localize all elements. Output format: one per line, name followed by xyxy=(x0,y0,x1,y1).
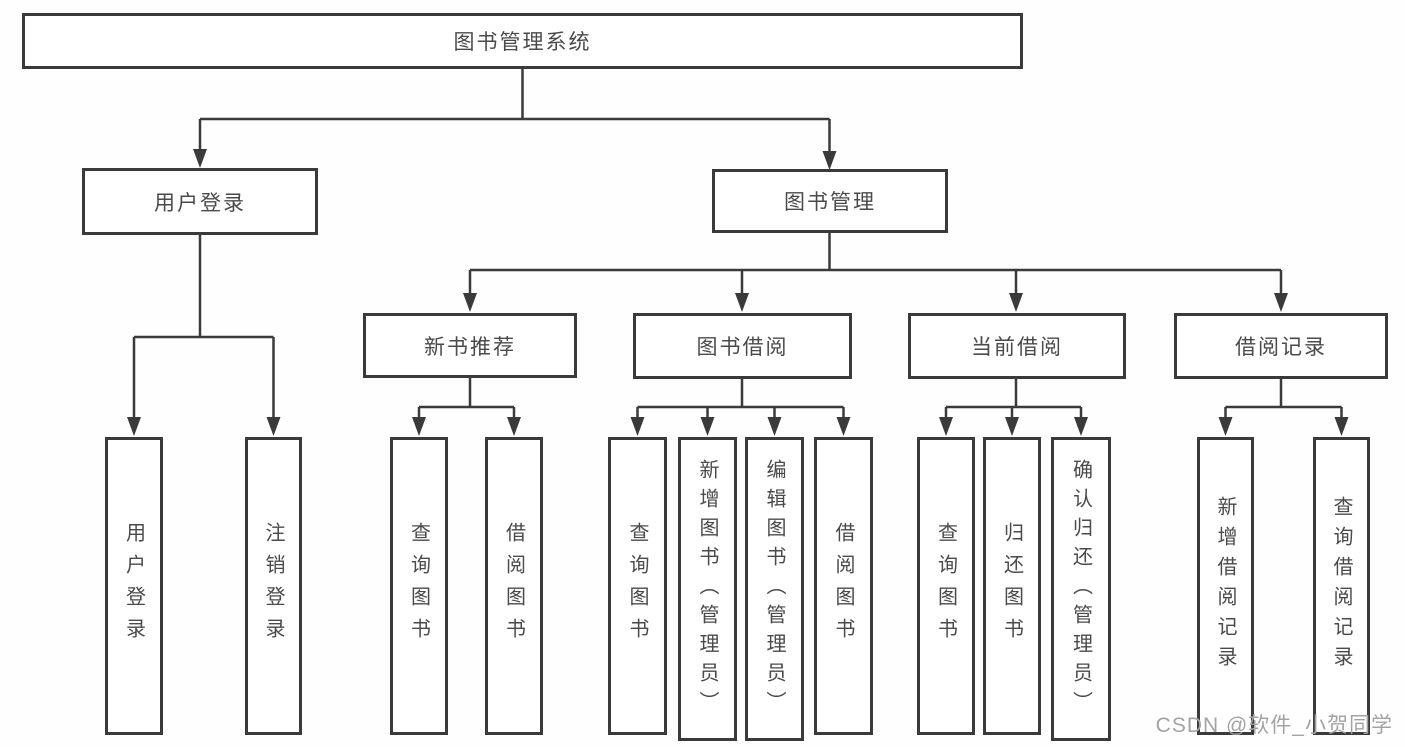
node-label: 编辑图书（管理员） xyxy=(763,458,785,720)
node-label: 当前借阅 xyxy=(971,336,1063,359)
node-label: 查询图书 xyxy=(407,522,430,650)
connector-new-book-to-leaves xyxy=(417,378,516,419)
node-book-management: 图书管理 xyxy=(712,169,948,233)
node-new-book-recommendation: 新书推荐 xyxy=(363,313,577,378)
node-label: 借阅记录 xyxy=(1235,336,1327,359)
node-label: 新书推荐 xyxy=(424,335,516,359)
leaf-borrow-books-recommend: 借阅图书 xyxy=(485,437,543,735)
node-label: 归还图书 xyxy=(1000,522,1023,650)
node-label: 查询图书 xyxy=(934,522,957,650)
leaf-query-books-recommend: 查询图书 xyxy=(390,437,448,735)
connector-book-management-to-level3 xyxy=(468,232,1283,295)
connector-borrow-record-to-leaves xyxy=(1224,379,1343,419)
arrowheads xyxy=(127,149,1349,436)
leaf-add-borrow-record: 新增借阅记录 xyxy=(1197,437,1254,735)
connector-root-to-level2 xyxy=(198,69,831,152)
node-label: 新增借阅记录 xyxy=(1214,496,1236,676)
leaf-borrow-books: 借阅图书 xyxy=(814,437,873,735)
leaf-query-borrow-record: 查询借阅记录 xyxy=(1313,437,1370,735)
connector-current-borrow-to-leaves xyxy=(944,379,1083,419)
node-current-borrowing: 当前借阅 xyxy=(908,313,1126,379)
leaf-user-login: 用户登录 xyxy=(105,437,163,735)
node-label: 用户登录 xyxy=(122,522,145,650)
node-label: 注销登录 xyxy=(262,522,284,650)
leaf-add-books-admin: 新增图书（管理员） xyxy=(678,437,737,741)
node-library-management-system: 图书管理系统 xyxy=(22,13,1023,69)
node-borrowing-records: 借阅记录 xyxy=(1174,313,1388,379)
connector-user-login-to-leaves xyxy=(132,235,275,419)
node-label: 确认归还（管理员） xyxy=(1069,458,1092,720)
node-label: 图书借阅 xyxy=(696,336,789,359)
node-label: 用户登录 xyxy=(154,191,246,215)
node-label: 借阅图书 xyxy=(832,522,854,650)
leaf-edit-books-admin: 编辑图书（管理员） xyxy=(745,437,804,741)
node-user-login: 用户登录 xyxy=(82,168,318,235)
leaf-logout: 注销登录 xyxy=(245,437,302,735)
leaf-query-books-current: 查询图书 xyxy=(917,437,975,735)
leaf-return-books: 归还图书 xyxy=(983,437,1041,735)
node-label: 查询图书 xyxy=(626,522,648,650)
leaf-confirm-return-admin: 确认归还（管理员） xyxy=(1051,437,1111,741)
node-book-borrowing: 图书借阅 xyxy=(633,313,852,379)
node-label: 图书管理 xyxy=(784,191,876,214)
node-label: 查询借阅记录 xyxy=(1330,496,1352,676)
leaf-query-books-borrow: 查询图书 xyxy=(608,437,667,735)
node-label: 图书管理系统 xyxy=(453,31,592,54)
node-label: 新增图书（管理员） xyxy=(696,458,718,720)
node-label: 借阅图书 xyxy=(502,522,525,650)
connector-book-borrow-to-leaves xyxy=(636,379,845,419)
